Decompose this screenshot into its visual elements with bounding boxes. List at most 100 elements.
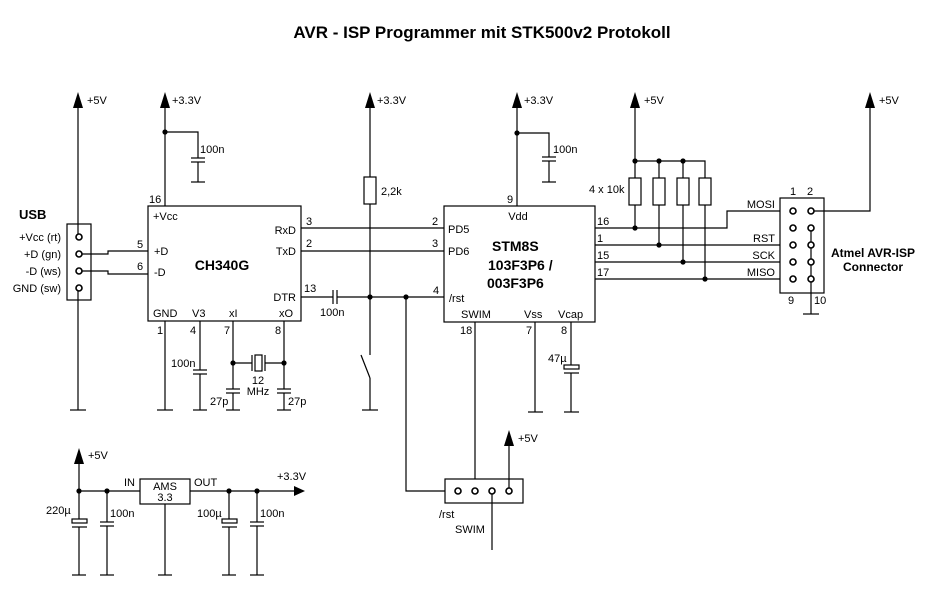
signal-label: RST xyxy=(753,233,775,245)
chip-name: 103F3P6 / xyxy=(488,257,553,273)
resistor-value: 2,2k xyxy=(381,186,402,198)
resistor xyxy=(363,176,377,205)
power-arrow-icon xyxy=(74,448,84,464)
capacitor-value: 47µ xyxy=(548,353,567,365)
rail-label: +5V xyxy=(88,450,109,462)
usb-pin-label: +D (gn) xyxy=(24,249,61,261)
pin-label: RxD xyxy=(275,225,296,237)
pin-label: Vcap xyxy=(558,309,583,321)
pin-label: xO xyxy=(279,308,294,320)
pin-label: OUT xyxy=(194,477,218,489)
rail-label: +3.3V xyxy=(277,471,307,483)
pin-label: TxD xyxy=(276,246,296,258)
capacitor-value: 220µ xyxy=(46,505,71,517)
pin-number: 16 xyxy=(597,216,609,228)
signal-label: MISO xyxy=(747,267,776,279)
swim-connector: /rst SWIM xyxy=(439,478,524,536)
pin-label: -D xyxy=(154,267,166,279)
resistor xyxy=(698,177,712,206)
capacitor-value: 100n xyxy=(553,144,577,156)
pin-number: 17 xyxy=(597,267,609,279)
pin-number: 2 xyxy=(306,238,312,250)
pin-number: 5 xyxy=(137,239,143,251)
usb-pin-dm xyxy=(75,267,83,275)
isp-connector: 1 2 9 10 MOSI RST SCK MISO Atmel AVR-ISP… xyxy=(747,186,915,315)
connector-label: /rst xyxy=(439,509,454,521)
schematic-title: AVR - ISP Programmer mit STK500v2 Protok… xyxy=(293,23,670,42)
usb-pin-label: +Vcc (rt) xyxy=(19,232,61,244)
regulator-name: AMS xyxy=(153,481,177,493)
usb-pin-gnd xyxy=(75,284,83,292)
pin-number: 2 xyxy=(807,186,813,198)
capacitor-value: 100n xyxy=(200,144,224,156)
pin-number: 1 xyxy=(157,325,163,337)
resistor xyxy=(652,177,666,206)
signal-label: SCK xyxy=(752,250,775,262)
power-arrow-icon xyxy=(160,92,170,108)
chip-name: 003F3P6 xyxy=(487,275,544,291)
capacitor-value: 100µ xyxy=(197,508,222,520)
pin-number: 10 xyxy=(814,295,826,307)
rail-label: +5V xyxy=(879,95,900,107)
pin-label: /rst xyxy=(449,293,464,305)
power-arrow-icon xyxy=(865,92,875,108)
power-arrow-icon xyxy=(73,92,83,108)
stm8s-chip: STM8S 103F3P6 / 003F3P6 Vdd PD5 PD6 /rst… xyxy=(432,194,609,337)
capacitor-value: 100n xyxy=(260,508,284,520)
resistor-value: 4 x 10k xyxy=(589,184,625,196)
pin-number: 13 xyxy=(304,283,316,295)
pin-number: 8 xyxy=(275,325,281,337)
pin-number: 9 xyxy=(788,295,794,307)
crystal-unit: MHz xyxy=(247,386,270,398)
rail-label: +5V xyxy=(644,95,665,107)
capacitor-value: 27p xyxy=(288,396,306,408)
crystal xyxy=(254,354,263,372)
usb-pin-vcc xyxy=(75,233,83,241)
resistor xyxy=(628,177,642,206)
chip-name: CH340G xyxy=(195,257,250,273)
pin-number: 2 xyxy=(432,216,438,228)
pin-label: PD6 xyxy=(448,246,469,258)
usb-pin-label: GND (sw) xyxy=(13,283,61,295)
usb-connector: USB +Vcc (rt) +D (gn) -D (ws) GND (sw) xyxy=(13,207,92,301)
capacitor-value: 100n xyxy=(110,508,134,520)
pin-number: 1 xyxy=(790,186,796,198)
pin-label: IN xyxy=(124,477,135,489)
crystal-value: 12 xyxy=(252,375,264,387)
resistor xyxy=(676,177,690,206)
pin-number: 3 xyxy=(432,238,438,250)
pin-number: 6 xyxy=(137,261,143,273)
rail-label: +5V xyxy=(87,95,108,107)
connector-title: Atmel AVR-ISP xyxy=(831,246,915,260)
pin-number: 7 xyxy=(526,325,532,337)
capacitor-value: 27p xyxy=(210,396,228,408)
connector-label: SWIM xyxy=(455,524,485,536)
pin-number: 1 xyxy=(597,233,603,245)
usb-title: USB xyxy=(19,207,46,222)
ch340g-chip: CH340G +Vcc +D -D RxD TxD DTR GND V3 xI … xyxy=(137,194,316,337)
pin-label: +D xyxy=(154,246,168,258)
pin-label: +Vcc xyxy=(153,211,178,223)
connector-title: Connector xyxy=(843,260,903,274)
pin-label: V3 xyxy=(192,308,205,320)
pin-label: xI xyxy=(229,308,238,320)
pin-number: 16 xyxy=(149,194,161,206)
pin-label: DTR xyxy=(273,292,296,304)
pin-number: 7 xyxy=(224,325,230,337)
power-arrow-icon xyxy=(512,92,522,108)
usb-pin-label: -D (ws) xyxy=(26,266,61,278)
power-arrow-icon xyxy=(365,92,375,108)
power-arrow-icon xyxy=(504,430,514,446)
pin-number: 9 xyxy=(507,194,513,206)
power-arrow-icon xyxy=(294,486,305,496)
signal-label: MOSI xyxy=(747,199,775,211)
rail-label: +3.3V xyxy=(377,95,407,107)
pin-number: 8 xyxy=(561,325,567,337)
pin-label: SWIM xyxy=(461,309,491,321)
power-arrow-icon xyxy=(630,92,640,108)
regulator-name: 3.3 xyxy=(157,492,172,504)
usb-pin-dp xyxy=(75,250,83,258)
pin-number: 3 xyxy=(306,216,312,228)
rail-label: +5V xyxy=(518,433,539,445)
